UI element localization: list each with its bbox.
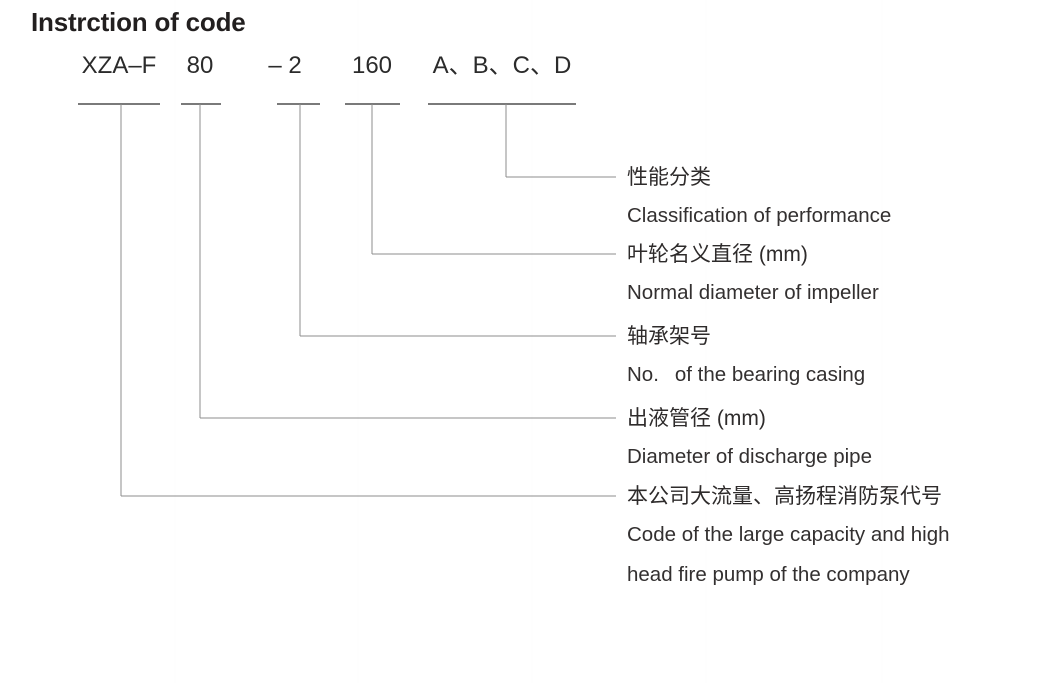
label-block-5: 本公司大流量、高扬程消防泵代号 Code of the large capacit… — [627, 486, 950, 586]
label-block-3: 轴承架号 No. of the bearing casing — [627, 326, 865, 386]
label-en-5-3: head fire pump of the company — [627, 563, 910, 586]
label-en-4-2: Diameter of discharge pipe — [627, 445, 872, 468]
label-en-1-2: Classification of performance — [627, 204, 892, 227]
page-title: Instrction of code — [31, 7, 246, 37]
label-en-3-2: No. of the bearing casing — [627, 363, 866, 386]
label-cn-1-1: 性能分类 — [627, 166, 711, 189]
label-en-5-2: Code of the large capacity and high — [627, 523, 950, 546]
label-cn-5-1: 本公司大流量、高扬程消防泵代号 — [627, 485, 942, 508]
code-segment-2: 80 — [186, 52, 214, 79]
label-block-4: 出液管径 (mm) Diameter of discharge pipe — [627, 408, 872, 468]
code-segment-1: XZA–F — [81, 52, 157, 79]
label-cn-3-1: 轴承架号 — [627, 325, 711, 348]
code-segment-3: – 2 — [268, 52, 302, 79]
label-block-1: 性能分类 Classification of performance — [627, 167, 891, 227]
label-cn-2-1: 叶轮名义直径 (mm) — [627, 243, 808, 266]
label-en-2-2: Normal diameter of impeller — [627, 281, 879, 304]
code-segment-4: 160 — [351, 52, 393, 79]
label-block-2: 叶轮名义直径 (mm) Normal diameter of impeller — [627, 244, 879, 304]
code-segment-5: A、B、C、D — [432, 52, 572, 79]
label-cn-4-1: 出液管径 (mm) — [627, 407, 766, 430]
